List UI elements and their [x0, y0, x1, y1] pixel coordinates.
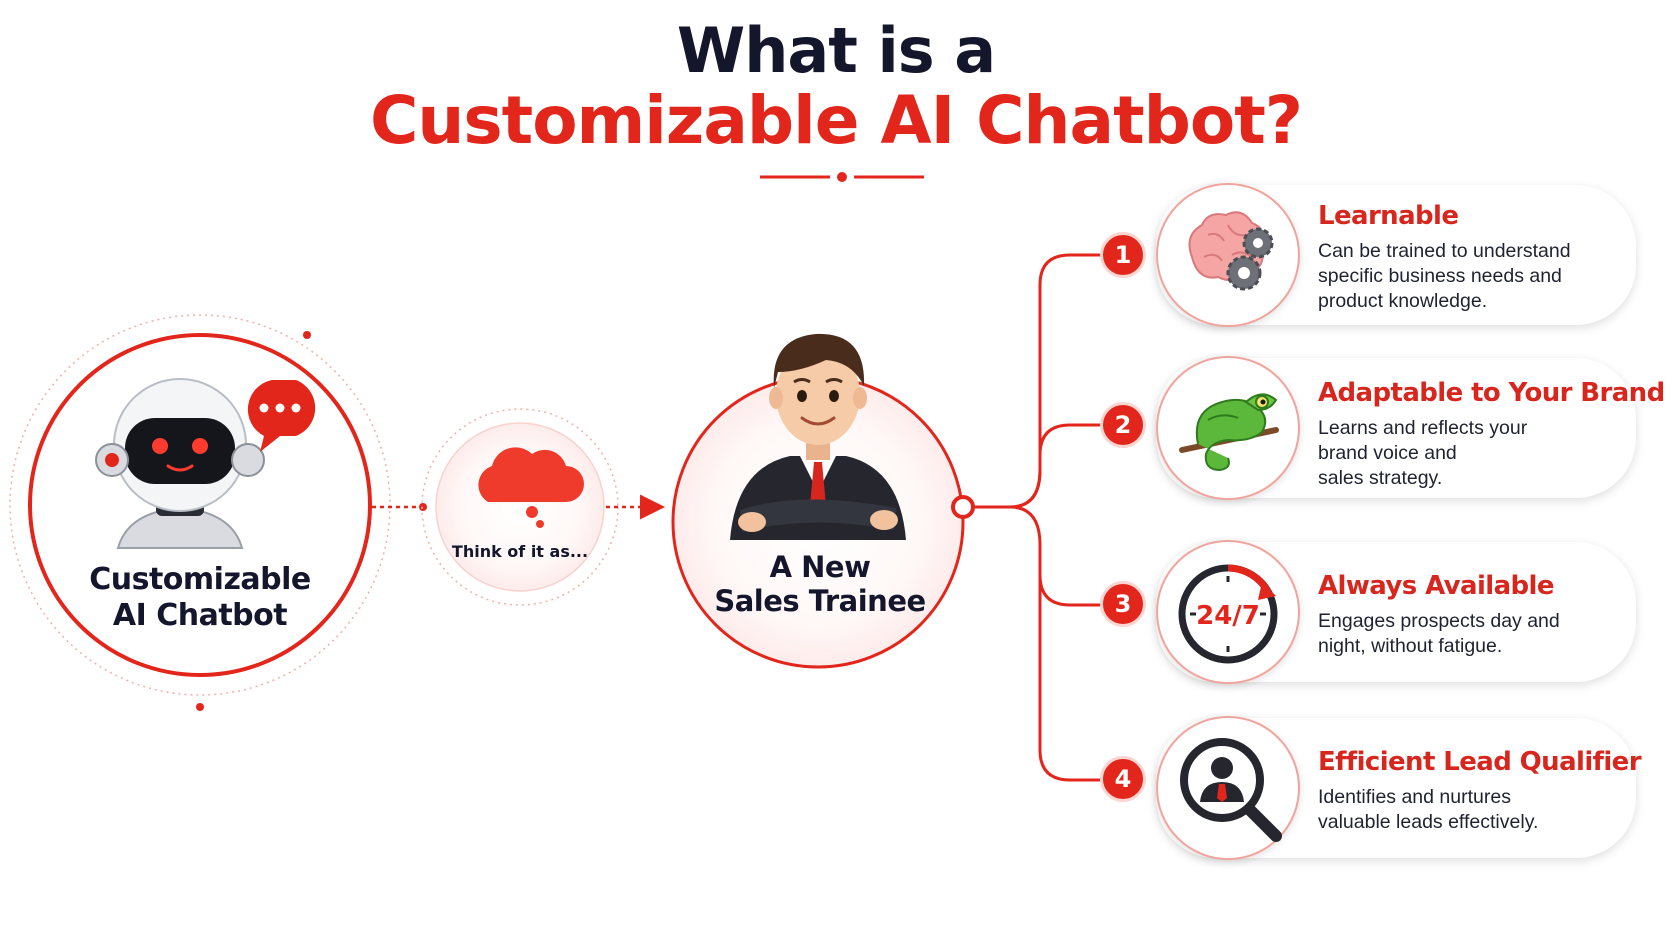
feature-text-4: Efficient Lead Qualifier Identifies and … [1318, 747, 1642, 835]
chameleon-icon [1179, 393, 1279, 472]
feature-number-1: 1 [1100, 232, 1146, 278]
chatbot-label-line-2: AI Chatbot [112, 598, 288, 633]
brain-gears-icon [1188, 211, 1274, 291]
feature-desc-1-line-1: Can be trained to understand [1318, 240, 1571, 262]
clock-24-7-icon: 24/7 [1178, 564, 1278, 664]
feature-title-2: Adaptable to Your Brand [1318, 378, 1665, 408]
trainee-label-line-1: A New [769, 550, 871, 584]
feature-text-3: Always Available Engages prospects day a… [1318, 571, 1628, 659]
feature-number-2: 2 [1100, 402, 1146, 448]
robot-icon [95, 378, 265, 549]
feature-icon-circle-1 [1156, 183, 1300, 327]
title-divider [760, 172, 924, 182]
clock-24-7-text: 24/7 [1196, 601, 1260, 631]
speech-bubble-icon [247, 380, 316, 452]
feature-number-4: 4 [1100, 756, 1146, 802]
feature-desc-4-line-2: valuable leads effectively. [1318, 811, 1539, 833]
feature-title-3: Always Available [1318, 571, 1554, 601]
feature-desc-2: Learns and reflects your brand voice and… [1318, 416, 1628, 491]
magnifier-person-icon [1180, 738, 1282, 842]
businessman-icon [730, 333, 906, 540]
feature-desc-3-line-1: Engages prospects day and [1318, 610, 1560, 632]
feature-desc-4-line-1: Identifies and nurtures [1318, 786, 1511, 808]
feature-title-1: Learnable [1318, 201, 1459, 231]
feature-icon-circle-3: 24/7 [1156, 540, 1300, 684]
feature-title-4: Efficient Lead Qualifier [1318, 747, 1642, 777]
feature-text-2: Adaptable to Your Brand Learns and refle… [1318, 378, 1665, 491]
think-node [421, 408, 619, 606]
branch-lines [973, 253, 1100, 782]
chatbot-outer-ring [9, 314, 391, 696]
trainee-label-line-2: Sales Trainee [714, 584, 926, 618]
feature-desc-4: Identifies and nurtures valuable leads e… [1318, 785, 1628, 835]
feature-text-1: Learnable Can be trained to understand s… [1318, 201, 1628, 314]
chatbot-label-line-1: Customizable [89, 562, 311, 597]
chatbot-node [9, 314, 391, 711]
feature-desc-2-line-1: Learns and reflects your [1318, 417, 1528, 439]
feature-desc-2-line-3: sales strategy. [1318, 467, 1443, 489]
feature-desc-1: Can be trained to understand specific bu… [1318, 239, 1628, 314]
feature-desc-1-line-2: specific business needs and [1318, 265, 1562, 287]
trainee-node [671, 333, 965, 669]
chatbot-label: Customizable AI Chatbot [70, 562, 330, 634]
trainee-label: A New Sales Trainee [700, 550, 940, 618]
think-label: Think of it as... [451, 542, 589, 561]
feature-desc-2-line-2: brand voice and [1318, 442, 1457, 464]
feature-icon-circle-4 [1156, 716, 1300, 860]
feature-number-3: 3 [1100, 581, 1146, 627]
title-line-1: What is a [676, 14, 996, 87]
feature-desc-3: Engages prospects day and night, without… [1318, 609, 1628, 659]
feature-icon-circle-2 [1156, 356, 1300, 500]
thought-cloud-icon [478, 447, 584, 528]
title-line-2: Customizable AI Chatbot? [369, 82, 1303, 159]
branch-origin [951, 495, 975, 519]
feature-desc-1-line-3: product knowledge. [1318, 290, 1488, 312]
feature-desc-3-line-2: night, without fatigue. [1318, 635, 1503, 657]
